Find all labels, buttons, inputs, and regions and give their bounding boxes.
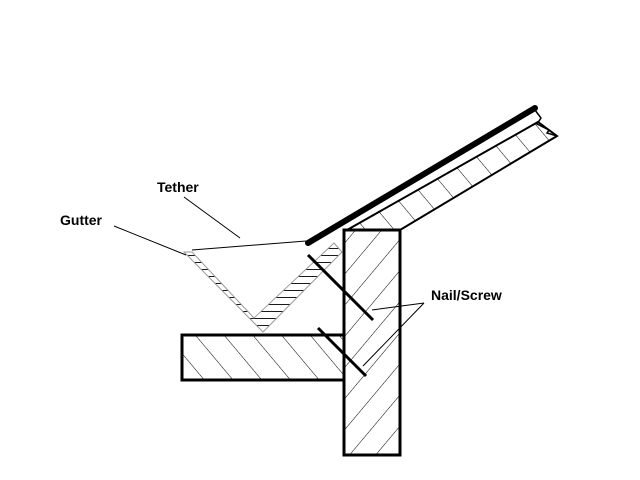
- nail-screw-leader-lower: [362, 302, 425, 367]
- nail-screw-upper: [306, 253, 375, 322]
- roof-break-line: [534, 109, 558, 137]
- tether-line: [191, 240, 307, 251]
- gutter-leader: [113, 225, 187, 256]
- nail-screw-lower: [316, 326, 368, 378]
- bracket-board: [180, 333, 346, 382]
- gutter-label: Gutter: [60, 212, 103, 228]
- tether-leader: [183, 196, 241, 239]
- roof-covering: [305, 105, 538, 246]
- nail-screw-label: Nail/Screw: [431, 287, 502, 303]
- roof-rafter: [343, 120, 559, 231]
- gutter-shape: [182, 242, 343, 333]
- nail-screw-leader-upper: [371, 302, 425, 311]
- tether-label: Tether: [157, 179, 199, 195]
- wall-stud: [342, 228, 402, 457]
